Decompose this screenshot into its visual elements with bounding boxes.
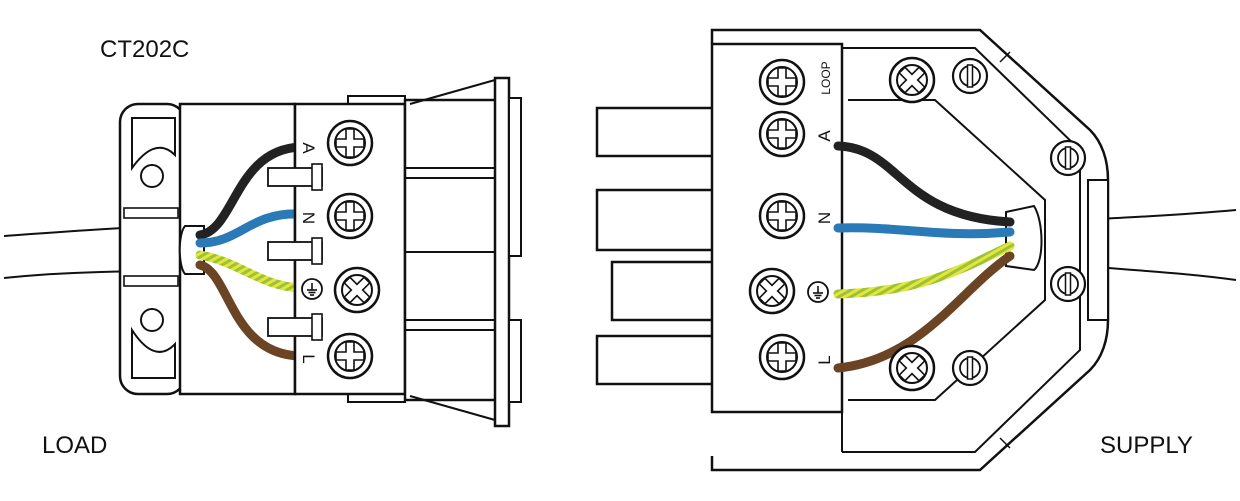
load-wire-n [195, 209, 305, 248]
load-wire-l [195, 260, 305, 361]
supply-wire-a [833, 141, 1015, 227]
load-wire-a [195, 142, 305, 240]
load-terminal-l-label: L [299, 354, 318, 363]
clamp-screw-1 [951, 57, 989, 95]
supply-terminal-n-label: N [815, 212, 834, 224]
clamp-screw-4 [951, 349, 989, 387]
load-earth-symbol-icon [301, 278, 323, 300]
cover-screw-top [888, 56, 936, 104]
load-screw-earth [333, 266, 381, 314]
load-terminal-n-label: N [299, 212, 318, 224]
supply-wire-n [833, 223, 1015, 239]
supply-pin-2 [595, 188, 717, 252]
supply-wire-earth [833, 241, 1015, 299]
supply-terminal-loop-label: LOOP [819, 61, 833, 94]
cover-screw-bottom [888, 344, 936, 392]
load-wire-earth [195, 250, 305, 293]
supply-wire-l [833, 251, 1015, 373]
supply-screw-l [758, 333, 806, 381]
load-screw-l [326, 332, 374, 380]
supply-label: SUPPLY [1100, 432, 1193, 459]
supply-screw-loop [758, 58, 806, 106]
load-terminal-a-label: A [299, 142, 318, 154]
supply-terminal-l-label: L [815, 355, 834, 364]
supply-screw-earth [748, 267, 796, 315]
load-connector: A N L [3, 76, 522, 428]
clamp-screw-2 [1049, 139, 1087, 177]
load-screw-a [326, 119, 374, 167]
clamp-screw-3 [1049, 265, 1087, 303]
product-code-title: CT202C [100, 36, 190, 63]
supply-pin-1 [595, 106, 717, 158]
supply-pin-3 [610, 260, 717, 322]
supply-screw-n [758, 192, 806, 240]
supply-pin-4 [595, 334, 717, 386]
supply-terminal-a-label: A [815, 130, 834, 142]
supply-earth-symbol-icon [807, 281, 829, 303]
load-label: LOAD [42, 432, 108, 459]
load-screw-n [326, 192, 374, 240]
supply-connector: LOOP A N L [595, 28, 1237, 472]
supply-screw-a [758, 110, 806, 158]
